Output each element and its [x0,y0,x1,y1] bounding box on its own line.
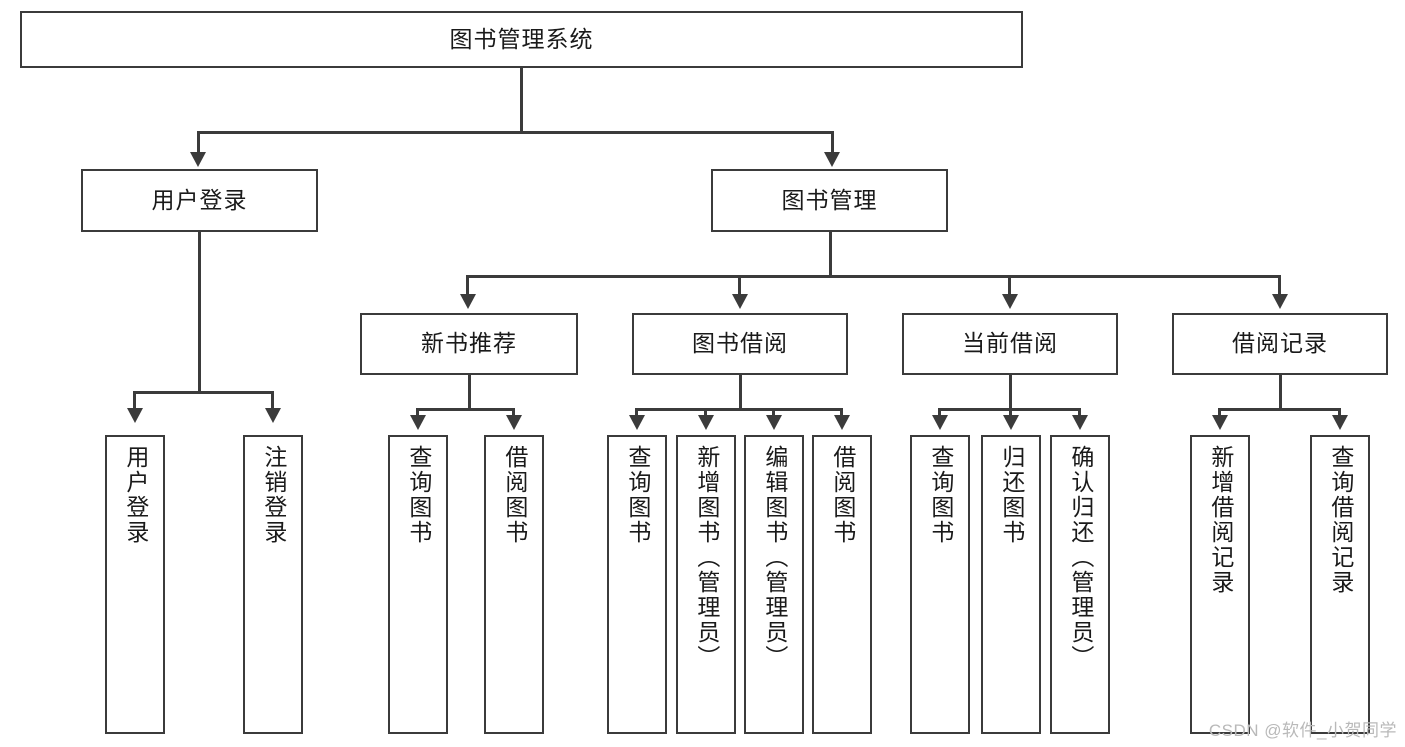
connector-bb-drop-3 [772,408,775,418]
node-label: 用户登录 [151,186,248,213]
arrowhead-book-borrow [732,294,748,309]
connector-borrow-records-bus [1218,408,1340,411]
connector-cb-drop-1 [938,408,941,418]
leaf-current-borrow-query[interactable]: 查询图书 [910,435,970,734]
connector-book-borrow-stem [739,375,742,411]
connector-borrow-records-stem [1279,375,1282,411]
connector-bm-drop-current-borrow [1008,275,1011,297]
arrowhead-leaf-book-borrow-query [629,415,645,430]
leaf-book-borrow-borrow[interactable]: 借阅图书 [812,435,872,734]
arrowhead-leaf-current-borrow-query [932,415,948,430]
connector-bm-drop-new-book [466,275,469,297]
arrowhead-leaf-user-login-logout [265,408,281,423]
leaf-current-borrow-confirm-return[interactable]: 确认归还（管理员） [1050,435,1110,734]
arrowhead-user-login [190,152,206,167]
connector-br-drop-1 [1218,408,1221,418]
leaf-book-borrow-add[interactable]: 新增图书（管理员） [676,435,736,734]
node-label: 编辑图书（管理员） [761,445,788,670]
node-label: 查询图书 [624,445,651,545]
node-new-book-recommend[interactable]: 新书推荐 [360,313,578,375]
arrowhead-leaf-borrow-record-add [1212,415,1228,430]
node-label: 查询图书 [405,445,432,545]
connector-root-stem [520,68,523,133]
connector-user-login-stem [198,232,201,394]
connector-user-login-drop-1 [133,391,136,411]
connector-cb-drop-2 [1009,408,1012,418]
connector-cb-drop-3 [1078,408,1081,418]
node-label: 归还图书 [998,445,1025,545]
connector-bb-drop-2 [704,408,707,418]
node-label: 借阅图书 [829,445,856,545]
connector-new-book-drop-1 [416,408,419,418]
connector-br-drop-2 [1338,408,1341,418]
connector-root-to-book-management [831,131,834,156]
connector-book-management-stem [829,232,832,277]
leaf-borrow-record-add[interactable]: 新增借阅记录 [1190,435,1250,734]
node-user-login[interactable]: 用户登录 [81,169,318,232]
node-current-borrow[interactable]: 当前借阅 [902,313,1118,375]
node-label: 借阅记录 [1232,330,1328,357]
leaf-borrow-record-query[interactable]: 查询借阅记录 [1310,435,1370,734]
arrowhead-leaf-new-book-borrow [506,415,522,430]
leaf-user-login-login[interactable]: 用户登录 [105,435,165,734]
leaf-current-borrow-return[interactable]: 归还图书 [981,435,1041,734]
connector-root-to-user-login [197,131,200,156]
connector-new-book-drop-2 [512,408,515,418]
node-root-book-management-system[interactable]: 图书管理系统 [20,11,1023,68]
node-label: 图书管理系统 [449,25,594,52]
node-label: 新增图书（管理员） [693,445,720,670]
node-label: 当前借阅 [962,330,1058,357]
leaf-new-book-query[interactable]: 查询图书 [388,435,448,734]
node-book-borrow[interactable]: 图书借阅 [632,313,848,375]
connector-book-management-bus [466,275,1280,278]
arrowhead-book-management [824,152,840,167]
connector-user-login-bus [133,391,271,394]
connector-bm-drop-borrow-records [1278,275,1281,297]
node-label: 图书管理 [781,186,878,213]
arrowhead-leaf-borrow-record-query [1332,415,1348,430]
connector-new-book-stem [468,375,471,411]
node-label: 图书借阅 [692,330,788,357]
node-label: 确认归还（管理员） [1067,445,1094,670]
connector-new-book-bus [416,408,514,411]
node-label: 注销登录 [260,445,287,545]
arrowhead-leaf-book-borrow-borrow [834,415,850,430]
node-label: 新增借阅记录 [1207,445,1234,595]
watermark-text: CSDN @软件_小贺同学 [1208,721,1397,740]
arrowhead-leaf-new-book-query [410,415,426,430]
arrowhead-borrow-records [1272,294,1288,309]
connector-user-login-drop-2 [271,391,274,411]
arrowhead-current-borrow [1002,294,1018,309]
leaf-new-book-borrow[interactable]: 借阅图书 [484,435,544,734]
arrowhead-leaf-book-borrow-add [698,415,714,430]
node-label: 查询借阅记录 [1327,445,1354,595]
node-label: 新书推荐 [421,330,517,357]
node-label: 用户登录 [122,445,149,545]
arrowhead-leaf-current-borrow-confirm [1072,415,1088,430]
connector-root-bus [197,131,834,134]
arrowhead-leaf-user-login-login [127,408,143,423]
node-label: 查询图书 [927,445,954,545]
arrowhead-new-book-recommend [460,294,476,309]
leaf-book-borrow-query[interactable]: 查询图书 [607,435,667,734]
leaf-book-borrow-edit[interactable]: 编辑图书（管理员） [744,435,804,734]
connector-bm-drop-book-borrow [738,275,741,297]
connector-bb-drop-1 [635,408,638,418]
arrowhead-leaf-current-borrow-return [1003,415,1019,430]
node-book-management[interactable]: 图书管理 [711,169,948,232]
connector-bb-drop-4 [840,408,843,418]
node-label: 借阅图书 [501,445,528,545]
connector-book-borrow-bus [635,408,843,411]
connector-current-borrow-stem [1009,375,1012,411]
node-borrow-records[interactable]: 借阅记录 [1172,313,1388,375]
arrowhead-leaf-book-borrow-edit [766,415,782,430]
leaf-user-login-logout[interactable]: 注销登录 [243,435,303,734]
